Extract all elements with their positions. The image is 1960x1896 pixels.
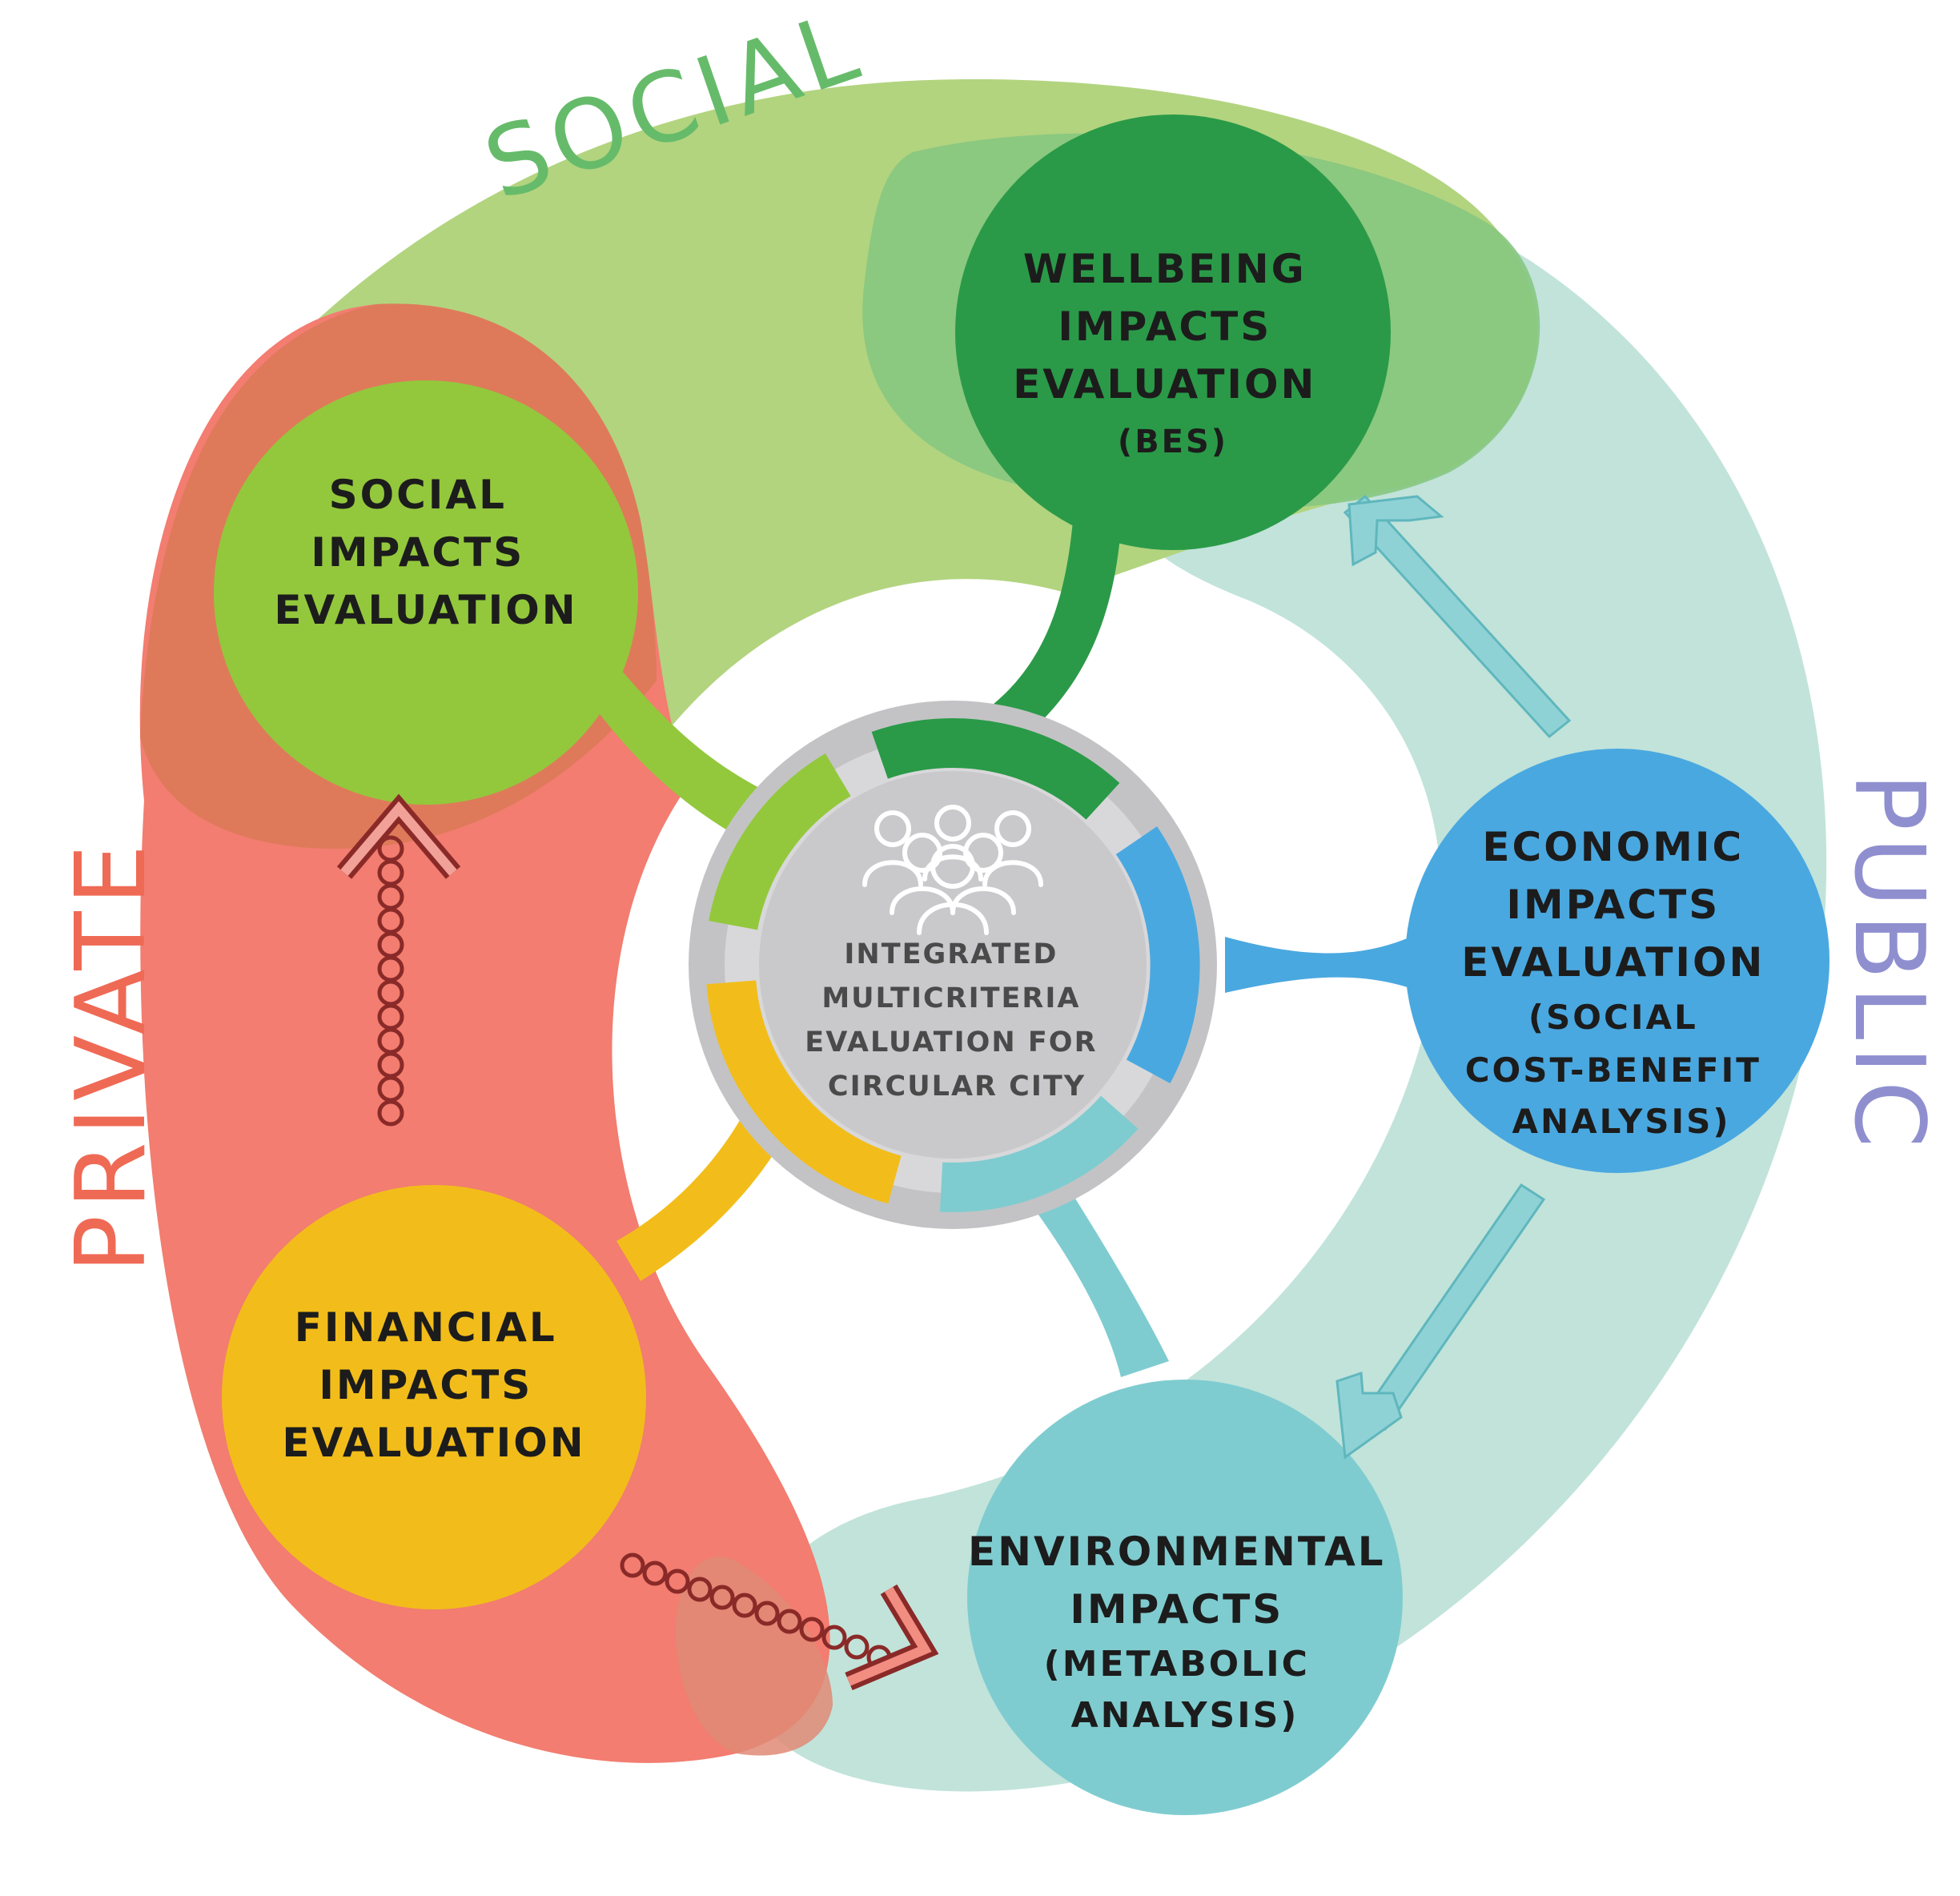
financial-stem bbox=[617, 1097, 793, 1281]
economic-stem bbox=[1225, 921, 1441, 1001]
environmental-node-line: (METABOLIC bbox=[1044, 1644, 1310, 1685]
wellbeing-stem bbox=[993, 520, 1121, 737]
wellbeing-node-line: IMPACTS bbox=[1058, 303, 1271, 350]
center-label-line: MULTICRITERIA bbox=[821, 982, 1080, 1014]
node-wellbeing[interactable]: WELLBEING IMPACTS EVALUATION (BES) bbox=[955, 114, 1391, 550]
svg-text:ENVIRONMENTAL IMPACTS: ENVIRONMENTAL IMPACTS (METABOLIC ANALYSI… bbox=[968, 1528, 1402, 1736]
hub-segment-environmental bbox=[939, 1095, 1139, 1212]
financial-node-line: EVALUATION bbox=[282, 1420, 585, 1466]
economic-node-line: COST-BENEFIT bbox=[1465, 1050, 1761, 1090]
wellbeing-node-line: (BES) bbox=[1118, 424, 1228, 460]
arrow-economic-to-environmental bbox=[1335, 1183, 1546, 1460]
social-node-line: SOCIAL bbox=[329, 472, 507, 518]
hub-core bbox=[759, 771, 1147, 1159]
economic-node-line: IMPACTS bbox=[1506, 882, 1720, 928]
center-hub: INTEGRATED MULTICRITERIA EVALUATION FOR … bbox=[689, 701, 1217, 1229]
social-node-circle bbox=[214, 380, 638, 805]
center-label-line: CIRCULAR CITY bbox=[828, 1071, 1086, 1103]
node-economic[interactable]: ECONOMIC IMPACTS EVALUATION (SOCIAL COST… bbox=[1405, 749, 1829, 1173]
social-stem bbox=[592, 665, 769, 841]
environmental-stem bbox=[1017, 1169, 1169, 1377]
node-social[interactable]: SOCIAL IMPACTS EVALUATION bbox=[214, 380, 638, 805]
svg-text:SOCIAL IMPACTS EVA: SOCIAL IMPACTS EVALUATION bbox=[274, 472, 577, 633]
social-node-line: EVALUATION bbox=[274, 587, 577, 633]
economic-node-line: ECONOMIC bbox=[1482, 824, 1744, 870]
realm-label-private: PRIVATE bbox=[56, 838, 167, 1273]
node-environmental[interactable]: ENVIRONMENTAL IMPACTS (METABOLIC ANALYSI… bbox=[967, 1380, 1403, 1815]
financial-node-circle bbox=[222, 1185, 646, 1609]
hub-segment-wellbeing bbox=[871, 717, 1120, 820]
wellbeing-node-circle bbox=[955, 114, 1391, 550]
social-node-line: IMPACTS bbox=[311, 529, 524, 576]
dotted-arrow-financial-to-environmental bbox=[620, 1553, 939, 1691]
hub-segment-social bbox=[709, 753, 851, 930]
financial-node-line: FINANCIAL bbox=[295, 1304, 557, 1351]
center-label-line: INTEGRATED bbox=[844, 938, 1058, 970]
environmental-node-line: ENVIRONMENTAL bbox=[968, 1528, 1386, 1575]
private-arrows bbox=[336, 793, 939, 1691]
hub-segment-financial bbox=[706, 979, 902, 1204]
svg-text:ECONOMIC IMPACTS E: ECONOMIC IMPACTS EVALUATION (SOCIAL COST… bbox=[1461, 824, 1781, 1141]
svg-text:FINANCIAL IMPACTS: FINANCIAL IMPACTS EVALUATION bbox=[282, 1304, 585, 1466]
environmental-node-line: IMPACTS bbox=[1070, 1586, 1283, 1633]
dotted-arrow-financial-to-social bbox=[336, 793, 461, 1127]
svg-text:INTEGRATED MULTICRITERIA: INTEGRATED MULTICRITERIA EVALUATION FOR … bbox=[805, 938, 1108, 1103]
people-group-icon bbox=[862, 805, 1043, 935]
wellbeing-node-line: WELLBEING bbox=[1023, 246, 1307, 292]
environmental-node-line: ANALYSIS) bbox=[1071, 1695, 1299, 1736]
hub-segment-economic bbox=[1115, 826, 1200, 1084]
economic-node-circle bbox=[1405, 749, 1829, 1173]
node-stems bbox=[592, 520, 1441, 1377]
environmental-node-circle bbox=[967, 1380, 1403, 1815]
realm-label-public: PUBLIC bbox=[1833, 773, 1944, 1155]
economic-node-line: (SOCIAL bbox=[1528, 998, 1698, 1037]
public-arrows bbox=[1335, 494, 1572, 1460]
financial-node-line: IMPACTS bbox=[319, 1362, 532, 1408]
node-financial[interactable]: FINANCIAL IMPACTS EVALUATION bbox=[222, 1185, 646, 1609]
wellbeing-node-line: EVALUATION bbox=[1013, 361, 1316, 408]
economic-node-line: ANALYSIS) bbox=[1512, 1102, 1730, 1141]
center-label-line: EVALUATION FOR bbox=[805, 1026, 1097, 1058]
svg-text:WELLBEING IMPACTS: WELLBEING IMPACTS EVALUATION (BES) bbox=[1013, 246, 1333, 460]
economic-node-line: EVALUATION bbox=[1461, 939, 1765, 986]
public-band bbox=[744, 184, 1827, 1792]
arrow-economic-to-wellbeing bbox=[1343, 494, 1572, 739]
